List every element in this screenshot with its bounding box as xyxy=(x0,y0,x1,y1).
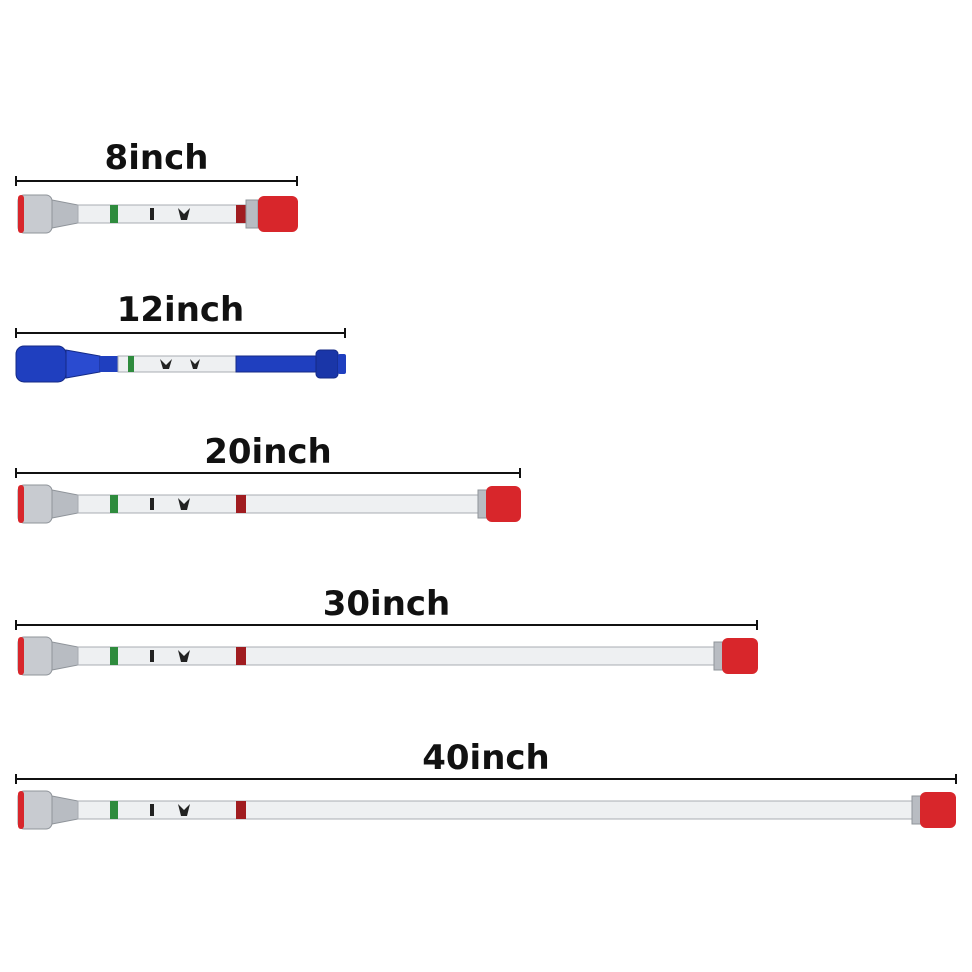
dimension-line xyxy=(15,176,298,186)
length-label: 30inch xyxy=(322,584,451,624)
spray-tip-extension-8inch xyxy=(17,194,298,234)
dimension-line xyxy=(15,468,521,478)
extension-row-8inch: 8inch xyxy=(0,138,972,268)
spray-tip-extension-20inch xyxy=(17,484,521,524)
extension-row-12inch: 12inch xyxy=(0,290,972,420)
length-label: 40inch xyxy=(422,738,550,778)
spray-tip-extension-40inch xyxy=(17,790,956,830)
length-label: 12inch xyxy=(116,290,245,330)
length-label: 8inch xyxy=(104,138,209,178)
spray-tip-extension-12inch xyxy=(15,345,346,383)
dimension-line xyxy=(15,620,758,630)
extension-row-20inch: 20inch xyxy=(0,432,972,562)
dimension-line xyxy=(15,774,957,784)
extension-row-40inch: 40inch xyxy=(0,738,972,868)
dimension-line xyxy=(15,328,346,338)
extension-row-30inch: 30inch xyxy=(0,584,972,714)
length-label: 20inch xyxy=(204,432,332,472)
spray-tip-extension-30inch xyxy=(17,636,758,676)
